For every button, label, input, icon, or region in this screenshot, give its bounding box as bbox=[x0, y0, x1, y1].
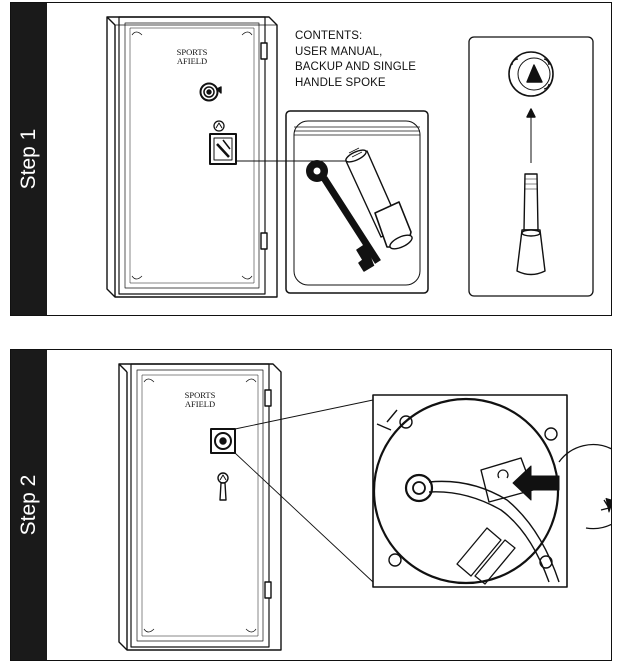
step-2-sidebar: Step 2 bbox=[11, 350, 47, 660]
rotate-clockwise-icon bbox=[558, 444, 611, 530]
contents-line-2: USER MANUAL, bbox=[295, 45, 383, 58]
step-1-sidebar: Step 1 bbox=[11, 3, 47, 315]
step-1-illustration: SPORTS AFIELD bbox=[106, 16, 594, 298]
contents-line-1: CONTENTS: bbox=[295, 30, 363, 42]
handle-icon bbox=[217, 472, 229, 501]
dial-icon bbox=[199, 82, 222, 102]
dial-mechanism-inset bbox=[372, 394, 568, 588]
brand-line2-step-1: AFIELD bbox=[177, 56, 207, 66]
contents-caption: CONTENTS: USER MANUAL, BACKUP AND SINGLE… bbox=[295, 29, 416, 91]
contents-line-3: BACKUP AND SINGLE bbox=[295, 61, 417, 73]
safe-illustration-step-2 bbox=[118, 363, 282, 651]
handle-compartment-icon bbox=[209, 120, 237, 165]
safe-illustration-step-1 bbox=[106, 16, 278, 298]
brand-line2-step-2: AFIELD bbox=[185, 399, 215, 409]
step-2-illustration: SPORTS AFIELD bbox=[118, 363, 611, 651]
backup-key-icon bbox=[306, 160, 381, 272]
dial-highlight-icon bbox=[210, 428, 236, 454]
contents-bag-inset bbox=[285, 110, 429, 294]
step-2-panel: Step 2 SPORTS AFIELD bbox=[10, 349, 612, 661]
contents-line-4: HANDLE SPOKE bbox=[295, 76, 386, 89]
brand-line1-step-2: SPORTS bbox=[185, 390, 216, 400]
step-1-panel: Step 1 SPORTS AFIELD bbox=[10, 2, 612, 316]
brand-line1-step-1: SPORTS bbox=[177, 47, 208, 57]
handle-hub-inset bbox=[468, 36, 594, 297]
handle-spoke-icon bbox=[345, 147, 413, 250]
